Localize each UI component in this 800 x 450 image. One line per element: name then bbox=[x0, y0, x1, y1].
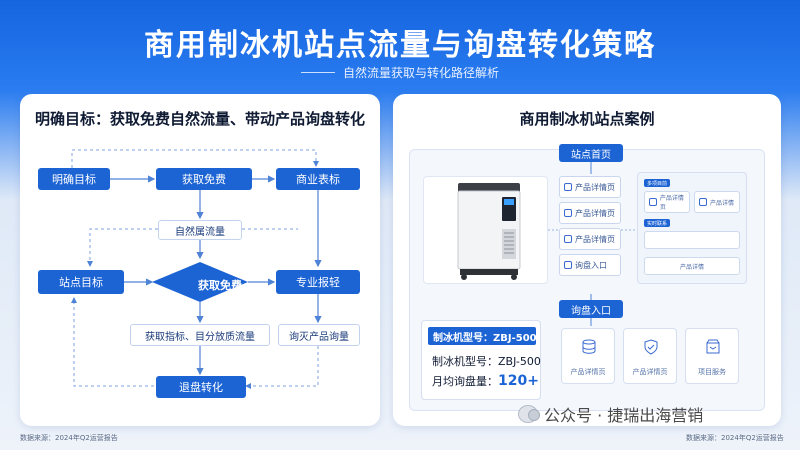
subtitle-row: 自然流量获取与转化路径解析 bbox=[0, 64, 800, 80]
data-source-left: 数据来源：2024年Q2运营报告 bbox=[20, 434, 118, 442]
header-banner: 商用制冰机站点流量与询盘转化策略 自然流量获取与转化路径解析 bbox=[0, 0, 800, 92]
feature-card-label: 产品详情页 bbox=[570, 368, 606, 376]
mock-tag-top: 多项目前 bbox=[644, 179, 670, 187]
watermark-text: 公众号 · 捷瑞出海营销 bbox=[544, 406, 704, 425]
get-free-diamond bbox=[152, 262, 248, 302]
feature-card-label: 产品详情页 bbox=[632, 368, 668, 376]
strategy-panel-title: 明确目标：获取免费自然流量、带动产品询盘转化 bbox=[34, 110, 365, 128]
dashed-natural-left bbox=[87, 228, 158, 267]
inquiry-entry-label: 询盘入口 bbox=[559, 300, 623, 318]
spec-monthly-line: 月均询盘量：120+ bbox=[432, 373, 539, 389]
dashed-loop-top bbox=[71, 149, 319, 168]
spec-monthly-value: 120+ bbox=[498, 373, 539, 389]
mock-bottom-bar: 产品详情 bbox=[644, 257, 740, 275]
spec-monthly-label: 月均询盘量： bbox=[432, 375, 498, 388]
ice-machine-image bbox=[423, 176, 548, 284]
node-site-goal: 站点目标 bbox=[38, 270, 124, 294]
spec-card: 制冰机型号：ZBJ-500 制冰机型号：ZBJ-500 月均询盘量：120+ bbox=[421, 320, 541, 400]
page-mockup: 多项目前 产品详情页 产品详情 实时联系 产品详情 bbox=[637, 172, 747, 284]
node-product-inquiry: 询灭产品询量 bbox=[278, 324, 360, 346]
menu-item-product-1[interactable]: 产品详情页 bbox=[559, 176, 621, 198]
node-pro-quote: 专业报轻 bbox=[276, 270, 360, 294]
mock-input-field bbox=[644, 231, 740, 249]
page-title: 商用制冰机站点流量与询盘转化策略 bbox=[144, 28, 656, 63]
wechat-icon bbox=[518, 405, 540, 423]
doc-icon bbox=[564, 209, 572, 217]
node-business-mark: 商业表标 bbox=[276, 168, 360, 190]
location-icon bbox=[564, 261, 572, 269]
case-panel: 商用制冰机站点案例 站点首页 产品详情页 产品详情页 产品详情页 询盘入口 bbox=[393, 94, 781, 426]
location-icon bbox=[649, 198, 657, 206]
case-panel-title: 商用制冰机站点案例 bbox=[519, 110, 655, 128]
database-icon bbox=[582, 339, 596, 354]
doc-icon bbox=[699, 198, 707, 206]
box-icon bbox=[706, 339, 720, 354]
dashed-loop-bottom bbox=[71, 297, 154, 387]
feature-card-product-1: 产品详情页 bbox=[561, 328, 615, 384]
mock-card-left: 产品详情页 bbox=[644, 191, 690, 213]
feature-card-product-2: 产品详情页 bbox=[623, 328, 677, 384]
site-home-label: 站点首页 bbox=[559, 144, 623, 162]
page-subtitle: 自然流量获取与转化路径解析 bbox=[342, 65, 499, 80]
node-get-metrics: 获取指标、目分放质流量 bbox=[130, 324, 270, 346]
feature-card-service: 项目服务 bbox=[685, 328, 739, 384]
data-source-right: 数据来源：2024年Q2运营报告 bbox=[686, 434, 784, 442]
menu-item-product-3[interactable]: 产品详情页 bbox=[559, 228, 621, 250]
node-natural-flow: 自然属流量 bbox=[158, 220, 242, 240]
strategy-panel: 明确目标：获取免费自然流量、带动产品询盘转化 bbox=[20, 94, 380, 426]
node-goal: 明确目标 bbox=[38, 168, 110, 190]
dashed-inquiry-to-convert bbox=[245, 346, 319, 389]
node-get-free-top: 获取免费 bbox=[156, 168, 252, 190]
flow-connectors bbox=[71, 149, 322, 389]
shield-check-icon bbox=[644, 339, 658, 355]
spec-model-line: 制冰机型号：ZBJ-500 bbox=[432, 355, 541, 368]
mock-card-right: 产品详情 bbox=[694, 191, 740, 213]
node-get-free-diamond-label: 获取免费 bbox=[198, 279, 242, 292]
menu-item-inquiry[interactable]: 询盘入口 bbox=[559, 254, 621, 276]
doc-icon bbox=[564, 183, 572, 191]
watermark: 公众号 · 捷瑞出海营销 bbox=[518, 402, 703, 426]
ice-machine-icon bbox=[457, 183, 521, 280]
feature-card-label: 项目服务 bbox=[698, 368, 726, 376]
node-inquiry-convert: 退盘转化 bbox=[156, 376, 246, 398]
subtitle-divider-left bbox=[300, 71, 335, 73]
mock-tag-mid: 实时联系 bbox=[644, 219, 670, 227]
menu-item-product-2[interactable]: 产品详情页 bbox=[559, 202, 621, 224]
spec-card-header: 制冰机型号：ZBJ-500 bbox=[428, 327, 537, 345]
location-icon bbox=[564, 235, 572, 243]
